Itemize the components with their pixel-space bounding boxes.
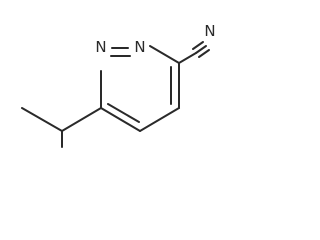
ring-nitrogen-2-label: N <box>95 38 106 56</box>
bond-ch-me1 <box>21 107 63 132</box>
bond-triple-a <box>192 41 204 50</box>
bond-c4-c3 <box>100 107 141 132</box>
nitrile-group <box>178 41 210 64</box>
bond-c6-cn <box>178 52 197 64</box>
bond-c4-c3-inner <box>107 103 140 123</box>
nitrile-nitrogen-label: N <box>204 22 215 40</box>
bond-triple-c <box>198 49 210 58</box>
bond-c3-ch <box>61 107 102 132</box>
ring-nitrogen-1-label: N <box>134 38 145 56</box>
pyridazine-ring <box>100 45 180 132</box>
bond-n1-c6 <box>149 45 180 64</box>
chemical-structure-diagram: N N N <box>21 22 216 148</box>
bond-c5-c4 <box>139 107 180 132</box>
bond-triple-b <box>195 45 207 54</box>
isopropyl-group <box>21 107 102 148</box>
